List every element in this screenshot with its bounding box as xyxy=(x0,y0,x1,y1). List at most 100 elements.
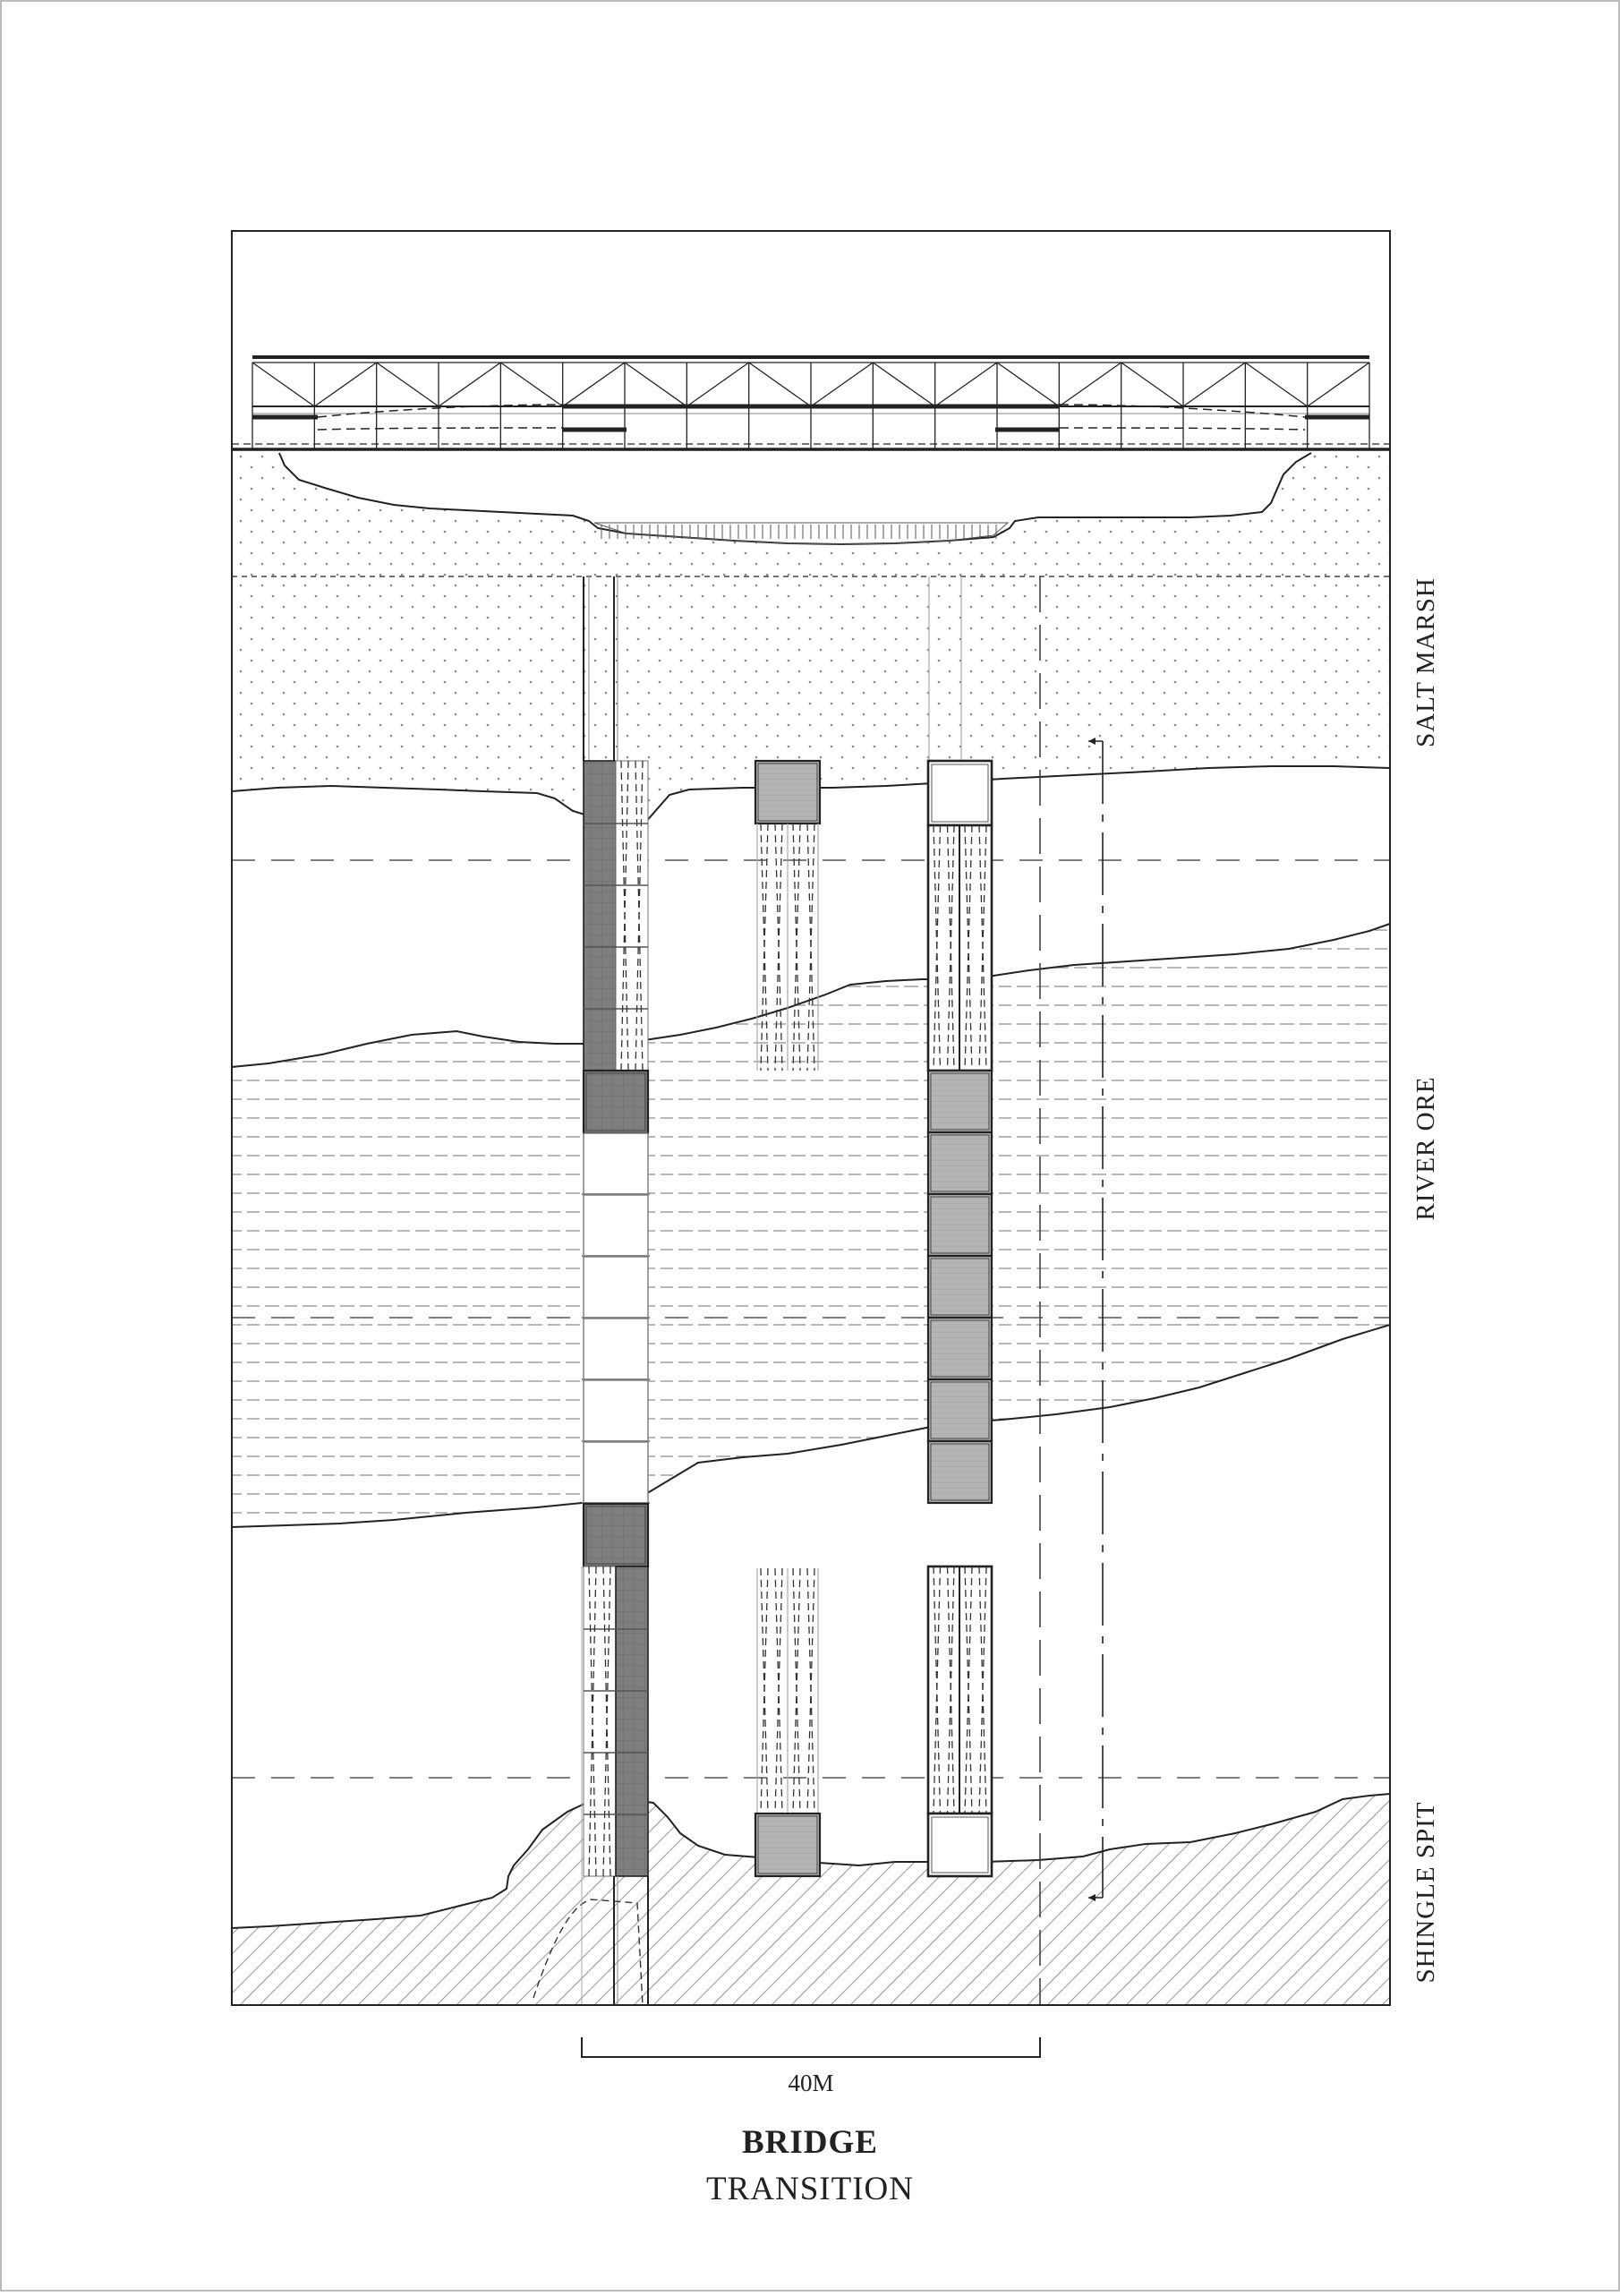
zone-label-shingle-spit: SHINGLE SPIT xyxy=(1411,1802,1440,1984)
middle-upper-cables-b xyxy=(792,823,815,1071)
middle-pontoon-south-rim xyxy=(757,1815,818,1874)
right-pontoon xyxy=(926,1069,993,1134)
truss-diagonal xyxy=(1244,362,1309,407)
left-walkway-upper xyxy=(583,760,617,1071)
truss-diagonal xyxy=(1058,362,1122,407)
right-pontoon-rim xyxy=(930,1381,990,1439)
left-float-box-body xyxy=(583,1379,649,1443)
right-frame-south-rim xyxy=(931,1816,989,1874)
truss-diagonal xyxy=(313,362,378,407)
right-lower-cables-a-line xyxy=(933,1566,942,1814)
right-pontoon-body xyxy=(926,1131,993,1196)
left-pontoon-north xyxy=(582,1069,650,1135)
truss-diagonal xyxy=(376,362,439,407)
shingle-edge-line xyxy=(231,1793,1391,1929)
left-float-box-body xyxy=(583,1132,649,1196)
left-pontoon-north-body xyxy=(582,1069,650,1135)
tide-lines xyxy=(232,576,1390,1779)
middle-upper-cables-a-line xyxy=(760,823,769,1071)
middle-pontoon-north xyxy=(754,759,822,825)
vertical-dimension xyxy=(1039,576,1104,2005)
right-pontoon xyxy=(926,1378,993,1443)
middle-pontoon-south-body xyxy=(754,1812,822,1878)
left-walkway-upper-body xyxy=(583,760,617,1071)
left-float-box xyxy=(583,1256,649,1319)
right-frame-north-rim xyxy=(931,764,989,823)
right-upper-cables-b-line xyxy=(978,824,987,1071)
bridge-plan xyxy=(533,576,993,2006)
truss-diagonal xyxy=(562,362,626,407)
right-upper-cables-a-line xyxy=(946,824,955,1071)
right-pontoon-rim xyxy=(930,1072,990,1131)
scale-bar xyxy=(581,2037,1041,2058)
right-lower-cables-a-line xyxy=(946,1566,955,1814)
terrain xyxy=(232,453,1390,2005)
middle-lower-cables-b xyxy=(792,1567,815,1814)
left-upper-cables-line xyxy=(635,760,644,1071)
left-upper-cables xyxy=(620,760,644,1071)
left-lower-cables xyxy=(588,1566,611,1877)
right-pontoon xyxy=(926,1131,993,1196)
right-pontoon xyxy=(926,1254,993,1319)
river-south-bank xyxy=(231,1324,1391,1528)
right-pontoon-body xyxy=(926,1254,993,1319)
right-pontoon-rim xyxy=(930,1319,990,1378)
truss-diagonal xyxy=(1307,362,1370,407)
title-main: BRIDGE xyxy=(742,2124,878,2161)
truss-foundation-hatch xyxy=(593,522,1010,545)
middle-upper-cables-a-line xyxy=(774,823,783,1071)
middle-pontoon-south xyxy=(754,1812,822,1878)
left-lower-cables-line xyxy=(588,1566,597,1877)
middle-upper-cables-b-line xyxy=(792,823,801,1071)
right-pontoon-body xyxy=(926,1378,993,1443)
left-walkway-lower-white xyxy=(583,1566,617,1877)
left-float-box xyxy=(583,1379,649,1443)
left-float-box xyxy=(583,1194,649,1258)
title-sub: TRANSITION xyxy=(706,2171,914,2207)
left-walkway-lower-body xyxy=(615,1566,649,1877)
truss-diagonal xyxy=(1182,362,1246,407)
truss-diagonal xyxy=(1121,362,1184,407)
right-pontoon xyxy=(926,1192,993,1258)
right-lower-cables-b-line xyxy=(964,1566,973,1814)
middle-upper-cables-b-line xyxy=(806,823,815,1071)
right-pontoon-body xyxy=(926,1316,993,1381)
middle-upper-cables-b-line xyxy=(806,823,815,1071)
marsh-section-fill xyxy=(232,453,1390,576)
right-pontoon-body xyxy=(926,1439,993,1505)
right-lower-cables-a-line xyxy=(946,1566,955,1814)
salt-marsh-fill xyxy=(232,576,1390,824)
truss-diagonal xyxy=(748,362,812,407)
shingle-spit-fill xyxy=(232,1794,1390,2005)
river-water-fill xyxy=(232,924,1390,1527)
left-pontoon-south-rim xyxy=(585,1506,646,1565)
right-pontoon xyxy=(926,1316,993,1381)
left-lower-cables-line xyxy=(602,1566,611,1877)
left-walkway-lower xyxy=(615,1566,649,1877)
truss-diagonal xyxy=(810,362,874,407)
truss-diagonal xyxy=(872,362,936,407)
middle-lower-cables-b-line xyxy=(806,1567,815,1814)
drawing-frame xyxy=(231,230,1391,2006)
truss-diagonal xyxy=(624,362,687,407)
right-upper-cables-b xyxy=(964,824,987,1071)
zone-label-river-ore: RIVER ORE xyxy=(1411,1076,1440,1220)
truss-diagonal xyxy=(996,362,1060,407)
left-pontoon-south xyxy=(582,1502,650,1568)
left-float-box-body xyxy=(583,1318,649,1381)
truss-diagonal xyxy=(438,362,501,407)
truss-lower-arches xyxy=(317,404,1306,431)
middle-upper-cables-a-line xyxy=(774,823,783,1071)
left-float-box xyxy=(583,1132,649,1196)
truss-elevation xyxy=(232,355,1390,545)
middle-lower-cables-a-line xyxy=(774,1567,783,1814)
truss-diagonal xyxy=(499,362,564,407)
left-float-box xyxy=(583,1318,649,1381)
right-pontoon-rim xyxy=(930,1443,990,1501)
left-float-box-body xyxy=(583,1256,649,1319)
right-pontoon-body xyxy=(926,1192,993,1258)
scale-bar-label: 40M xyxy=(788,2070,833,2096)
truss-diagonal xyxy=(934,362,998,407)
